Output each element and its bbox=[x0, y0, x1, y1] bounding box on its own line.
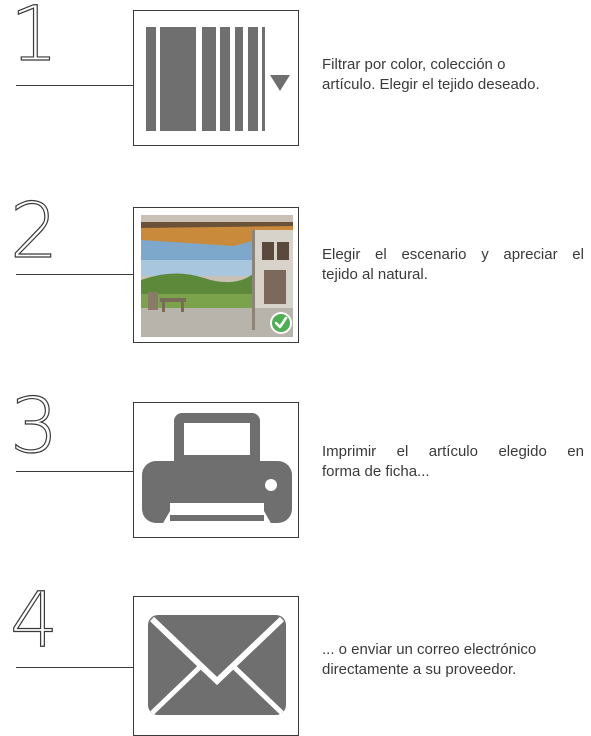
step-number: 1 bbox=[9, 0, 59, 78]
envelope-icon-box[interactable] bbox=[133, 596, 299, 736]
step-connector-line bbox=[16, 85, 134, 86]
step-number: 4 bbox=[9, 575, 59, 664]
awning-scene-icon-box[interactable] bbox=[133, 207, 299, 343]
step-description: Filtrar por color, colección o artículo.… bbox=[322, 56, 540, 93]
step-number: 3 bbox=[9, 381, 59, 470]
printer-icon-box[interactable] bbox=[133, 402, 299, 538]
step-connector-line bbox=[16, 274, 134, 275]
step-2: 2 bbox=[0, 192, 591, 347]
step-4: 4 ... o enviar un correo electrónico dir… bbox=[0, 581, 591, 736]
fabric-filter-icon-box[interactable] bbox=[133, 10, 299, 146]
step-connector-line bbox=[16, 667, 134, 668]
printer-icon bbox=[142, 413, 292, 525]
fabric-filter-icon bbox=[146, 27, 290, 131]
step-description: ... o enviar un correo electrónico direc… bbox=[322, 641, 537, 678]
step-1: 1 Filtrar por color, colección o artícul… bbox=[0, 0, 591, 150]
step-3: 3 Imprimir el artículo elegido en forma … bbox=[0, 387, 591, 542]
awning-scene-icon bbox=[141, 215, 293, 337]
step-number: 2 bbox=[9, 186, 59, 275]
step-description: Imprimir el artículo elegido en forma de… bbox=[322, 443, 584, 480]
step-description: Elegir el escenario y apreciar el tejido… bbox=[322, 246, 584, 283]
step-connector-line bbox=[16, 471, 134, 472]
envelope-icon bbox=[148, 615, 286, 715]
